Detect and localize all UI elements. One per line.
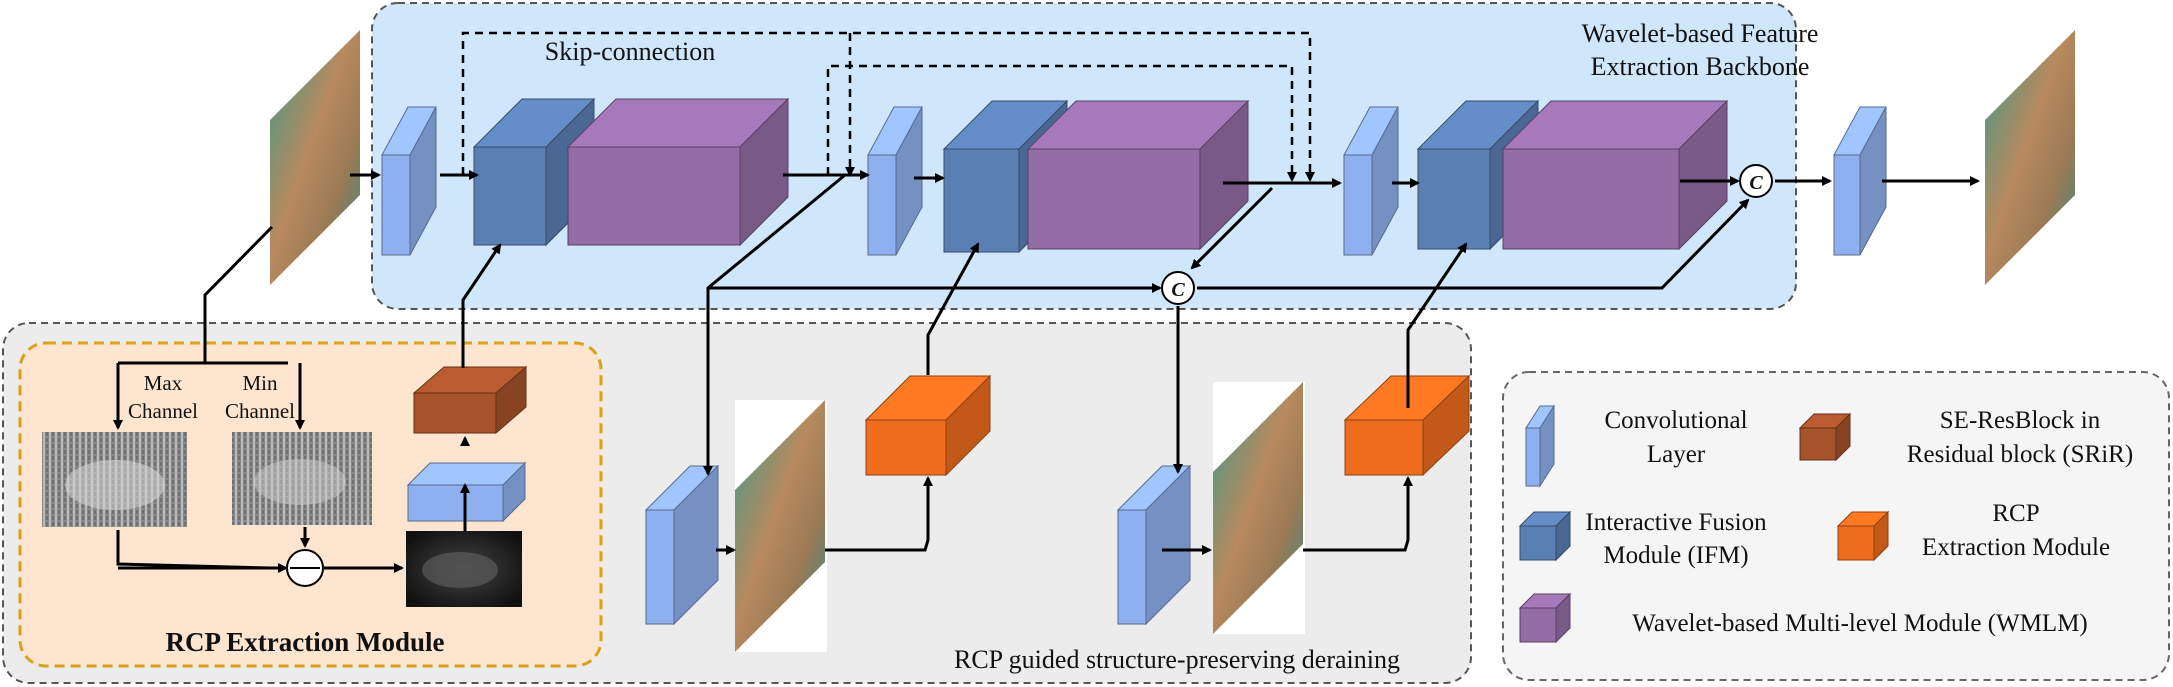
conv-block-1 — [381, 106, 437, 256]
max-channel-bear-shape — [65, 460, 165, 510]
conv-block-derain-1 — [644, 464, 720, 626]
legend-se-swatch — [1798, 412, 1852, 462]
rcp-block-1 — [864, 374, 992, 477]
rcp-module-title: RCP Extraction Module — [166, 627, 445, 657]
legend-conv-line1: Convolutional — [1604, 407, 1747, 434]
legend-wmlm-swatch — [1518, 592, 1572, 644]
legend-wmlm-line1: Wavelet-based Multi-level Module (WMLM) — [1632, 610, 2088, 637]
wmlm-block-2 — [1026, 99, 1250, 251]
input-image — [270, 30, 360, 285]
difference-node — [286, 549, 324, 587]
blocks-layer — [381, 97, 1890, 644]
conv-block-2 — [867, 106, 923, 256]
concat-symbol-center: C — [1171, 279, 1185, 301]
conv-block-derain-2 — [1116, 464, 1192, 626]
wmlm-block-1 — [566, 97, 790, 247]
conv-block-3 — [1343, 106, 1399, 256]
legend-ifm-line2: Module (IFM) — [1603, 542, 1748, 569]
wmlm-block-3 — [1501, 99, 1729, 251]
skip-connections — [461, 31, 1315, 182]
skip-connection-label: Skip-connection — [545, 37, 715, 66]
min-channel-label-line1: Min — [242, 371, 278, 395]
rcp-image-1 — [735, 400, 825, 652]
connections — [113, 170, 1980, 573]
legend-box — [1502, 371, 2170, 681]
rcp-image-2 — [1213, 382, 1303, 634]
backbone-title-line1: Wavelet-based Feature — [1582, 19, 1819, 48]
legend-rcp-line2: Extraction Module — [1922, 534, 2110, 561]
min-channel-label-line2: Channel — [225, 399, 295, 423]
legend-rcp-line1: RCP — [1992, 500, 2039, 527]
legend-conv-swatch — [1525, 404, 1555, 488]
max-channel-label-line2: Channel — [128, 399, 198, 423]
legend-ifm-line1: Interactive Fusion — [1585, 509, 1767, 536]
legend-se-line2: Residual block (SRiR) — [1907, 441, 2133, 468]
deraining-label: RCP guided structure-preserving derainin… — [954, 645, 1400, 674]
conv-block-rcp — [406, 461, 527, 523]
legend-rcp-swatch — [1836, 510, 1890, 562]
max-channel-label-line1: Max — [144, 371, 183, 395]
min-channel-bear-shape — [254, 459, 346, 505]
backbone-title-line2: Extraction Backbone — [1591, 52, 1810, 81]
legend-ifm-swatch — [1518, 510, 1572, 562]
se-block — [412, 365, 528, 435]
legend-se-line1: SE-ResBlock in — [1940, 407, 2101, 434]
concat-node-center: C — [1161, 271, 1195, 305]
rcp-map-bear-shape — [422, 552, 498, 588]
legend-conv-line2: Layer — [1647, 441, 1706, 468]
concat-node-right: C — [1739, 164, 1773, 198]
concat-symbol-right: C — [1749, 172, 1763, 194]
conv-block-final — [1833, 106, 1887, 256]
output-image — [1985, 30, 2075, 285]
